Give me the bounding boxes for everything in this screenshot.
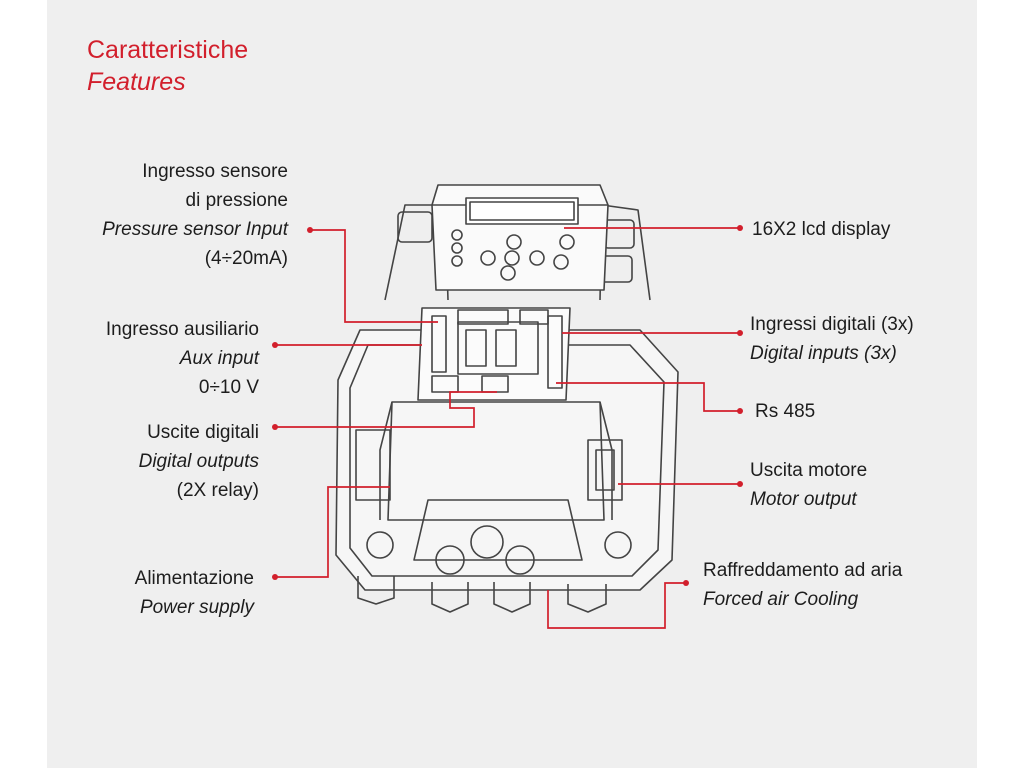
motor-output-label-en: Motor output (750, 489, 857, 510)
pressure-sensor-label-2: di pressione (185, 190, 288, 211)
digital-outputs-label-en: Digital outputs (138, 451, 259, 472)
digital-outputs-label: Uscite digitali (147, 422, 259, 443)
aux-input-label: Ingresso ausiliario (105, 319, 259, 340)
callout-power-supply: Alimentazione Power supply (135, 564, 254, 622)
title-italian: Caratteristiche (87, 36, 249, 64)
digital-inputs-label-en: Digital inputs (3x) (750, 343, 897, 364)
power-supply-label: Alimentazione (134, 568, 254, 589)
pressure-sensor-label-en: Pressure sensor Input (102, 219, 288, 240)
callout-pressure-sensor: Ingresso sensore di pressione Pressure s… (102, 157, 288, 273)
aux-input-range: 0÷10 V (198, 377, 259, 398)
callout-lcd-display: 16X2 lcd display (752, 215, 890, 244)
cooling-label: Raffreddamento ad aria (703, 560, 903, 581)
digital-outputs-note: (2X relay) (176, 480, 259, 501)
cooling-label-en: Forced air Cooling (703, 589, 859, 610)
device-outline (335, 184, 679, 613)
aux-input-label-en: Aux input (179, 348, 259, 369)
pressure-sensor-label-1: Ingresso sensore (142, 161, 288, 182)
leader-lines (275, 227, 740, 629)
motor-output-label: Uscita motore (750, 460, 868, 481)
callout-digital-outputs: Uscite digitali Digital outputs (2X rela… (139, 418, 259, 505)
title-english: Features (87, 68, 186, 96)
leader-dots (272, 225, 743, 586)
pressure-sensor-range: (4÷20mA) (204, 248, 288, 269)
callout-rs485: Rs 485 (755, 397, 815, 426)
lcd-display-label: 16X2 lcd display (752, 219, 891, 240)
rs485-label: Rs 485 (755, 401, 816, 422)
callout-digital-inputs: Ingressi digitali (3x) Digital inputs (3… (750, 310, 914, 368)
callout-motor-output: Uscita motore Motor output (750, 456, 867, 514)
callout-cooling: Raffreddamento ad aria Forced air Coolin… (703, 556, 902, 614)
power-supply-label-en: Power supply (139, 597, 254, 618)
callout-aux-input: Ingresso ausiliario Aux input 0÷10 V (106, 315, 259, 402)
digital-inputs-label: Ingressi digitali (3x) (750, 314, 914, 335)
